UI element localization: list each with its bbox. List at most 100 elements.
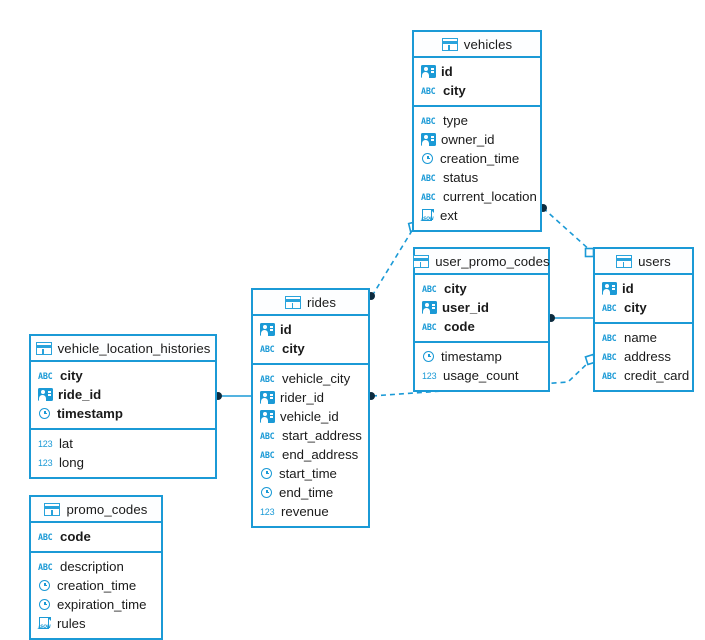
field-label: revenue bbox=[281, 504, 329, 519]
field-label: start_time bbox=[279, 466, 337, 481]
field-user_promo_codes-timestamp[interactable]: timestamp bbox=[415, 347, 548, 366]
field-label: creation_time bbox=[57, 578, 137, 593]
id-icon bbox=[602, 282, 617, 295]
entity-title: user_promo_codes bbox=[435, 253, 550, 269]
field-vehicles-ext[interactable]: JSON ext bbox=[414, 206, 540, 225]
entity-header-promo_codes[interactable]: promo_codes bbox=[31, 497, 161, 523]
field-label: address bbox=[624, 349, 671, 364]
field-rides-end_time[interactable]: end_time bbox=[253, 483, 368, 502]
abc-icon: ABC bbox=[421, 191, 436, 202]
abc-icon: ABC bbox=[602, 332, 617, 343]
field-label: id bbox=[622, 281, 634, 296]
field-label: usage_count bbox=[443, 368, 519, 383]
field-rides-id[interactable]: id bbox=[253, 320, 368, 339]
field-users-address[interactable]: ABC address bbox=[595, 347, 692, 366]
field-vehicles-owner_id[interactable]: owner_id bbox=[414, 130, 540, 149]
field-vehicles-creation_time[interactable]: creation_time bbox=[414, 149, 540, 168]
entity-header-vehicle_location_histories[interactable]: vehicle_location_histories bbox=[31, 336, 215, 362]
entity-header-users[interactable]: users bbox=[595, 249, 692, 275]
num-icon: 123 bbox=[38, 438, 53, 449]
id-icon bbox=[421, 65, 436, 78]
abc-icon: ABC bbox=[602, 370, 617, 381]
abc-icon: ABC bbox=[602, 302, 617, 313]
field-user_promo_codes-user_id[interactable]: user_id bbox=[415, 298, 548, 317]
field-vehicles-status[interactable]: ABC status bbox=[414, 168, 540, 187]
field-vehicles-id[interactable]: id bbox=[414, 62, 540, 81]
field-label: long bbox=[59, 455, 84, 470]
field-label: creation_time bbox=[440, 151, 520, 166]
field-label: ext bbox=[440, 208, 458, 223]
entity-header-vehicles[interactable]: vehicles bbox=[414, 32, 540, 58]
field-label: id bbox=[280, 322, 292, 337]
field-label: description bbox=[60, 559, 124, 574]
field-users-id[interactable]: id bbox=[595, 279, 692, 298]
field-label: id bbox=[441, 64, 453, 79]
field-label: city bbox=[444, 281, 467, 296]
abc-icon: ABC bbox=[421, 115, 436, 126]
field-label: status bbox=[443, 170, 479, 185]
field-promo_codes-expiration_time[interactable]: expiration_time bbox=[31, 595, 161, 614]
abc-icon: ABC bbox=[421, 172, 436, 183]
field-promo_codes-description[interactable]: ABC description bbox=[31, 557, 161, 576]
field-label: expiration_time bbox=[57, 597, 147, 612]
field-rides-start_time[interactable]: start_time bbox=[253, 464, 368, 483]
id-icon bbox=[260, 410, 275, 423]
entity-header-rides[interactable]: rides bbox=[253, 290, 368, 316]
field-label: ride_id bbox=[58, 387, 102, 402]
abc-icon: ABC bbox=[422, 321, 437, 332]
field-label: rules bbox=[57, 616, 86, 631]
entity-header-user_promo_codes[interactable]: user_promo_codes bbox=[413, 249, 550, 275]
abc-icon: ABC bbox=[38, 370, 53, 381]
field-label: city bbox=[60, 368, 83, 383]
field-label: rider_id bbox=[280, 390, 324, 405]
table-icon bbox=[44, 502, 61, 516]
table-icon bbox=[35, 341, 52, 355]
entity-title: promo_codes bbox=[66, 501, 148, 517]
field-vehicle_location_histories-ride_id[interactable]: ride_id bbox=[31, 385, 215, 404]
field-vehicle_location_histories-city[interactable]: ABC city bbox=[31, 366, 215, 385]
clock-icon bbox=[38, 579, 52, 593]
field-label: start_address bbox=[282, 428, 362, 443]
field-label: city bbox=[282, 341, 305, 356]
entity-title: vehicles bbox=[463, 36, 513, 52]
field-label: owner_id bbox=[441, 132, 495, 147]
abc-icon: ABC bbox=[602, 351, 617, 362]
clock-icon bbox=[422, 350, 436, 364]
field-rides-rider_id[interactable]: rider_id bbox=[253, 388, 368, 407]
abc-icon: ABC bbox=[38, 561, 53, 572]
id-icon bbox=[421, 133, 436, 146]
json-icon: JSON bbox=[421, 209, 435, 223]
field-vehicle_location_histories-timestamp[interactable]: timestamp bbox=[31, 404, 215, 423]
field-promo_codes-creation_time[interactable]: creation_time bbox=[31, 576, 161, 595]
field-label: timestamp bbox=[57, 406, 123, 421]
field-rides-vehicle_id[interactable]: vehicle_id bbox=[253, 407, 368, 426]
